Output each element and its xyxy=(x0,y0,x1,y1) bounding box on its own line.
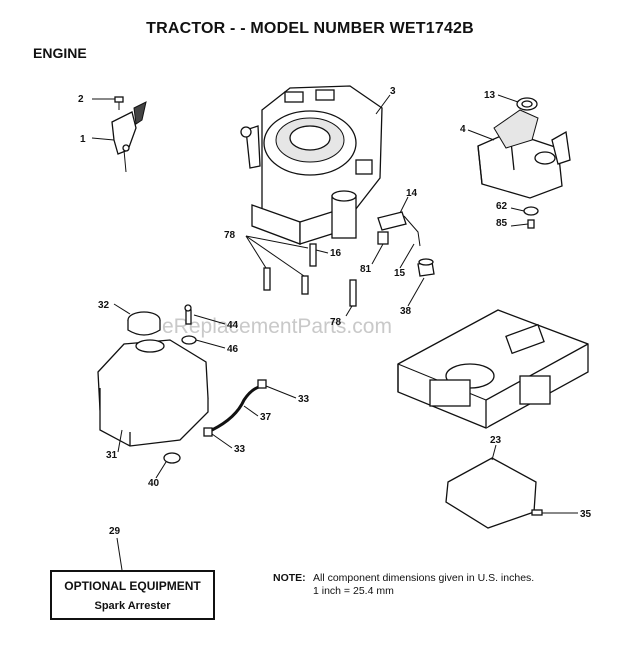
callout-16: 16 xyxy=(330,248,342,259)
callout-33-lower: 33 xyxy=(234,444,246,455)
callout-46: 46 xyxy=(227,344,239,355)
callout-31: 31 xyxy=(106,450,118,461)
throttle-control-part xyxy=(111,96,147,173)
watermark-text: eReplacementParts.com xyxy=(162,315,392,338)
callout-62: 62 xyxy=(496,201,508,212)
chassis-frame-part xyxy=(397,309,589,429)
fuel-tank-part xyxy=(97,304,209,464)
note-line-2: 1 inch = 25.4 mm xyxy=(313,585,394,597)
callout-14: 14 xyxy=(406,188,418,199)
dimension-note: NOTE: All component dimensions given in U… xyxy=(273,572,534,598)
optional-equipment-item: Spark Arrester xyxy=(94,600,171,612)
optional-equipment-title: OPTIONAL EQUIPMENT xyxy=(64,579,201,593)
optional-equipment-box: OPTIONAL EQUIPMENT Spark Arrester xyxy=(50,570,215,620)
callout-2: 2 xyxy=(78,94,84,105)
leader-lines xyxy=(91,94,578,571)
callout-32: 32 xyxy=(98,300,110,311)
callout-38: 38 xyxy=(400,306,412,317)
callout-15: 15 xyxy=(394,268,406,279)
diagram-title: TRACTOR - - MODEL NUMBER WET1742B xyxy=(146,20,474,37)
callout-23: 23 xyxy=(490,435,502,446)
muffler-part xyxy=(477,97,571,229)
callout-33-upper: 33 xyxy=(298,394,310,405)
note-label: NOTE: xyxy=(273,572,306,584)
fuel-hose-part xyxy=(203,379,267,437)
callout-40: 40 xyxy=(148,478,160,489)
callout-13: 13 xyxy=(484,90,496,101)
callout-85: 85 xyxy=(496,218,508,229)
shield-plate-part xyxy=(445,457,543,529)
section-heading: ENGINE xyxy=(33,45,87,61)
note-line-1: All component dimensions given in U.S. i… xyxy=(313,572,535,584)
callout-78-upper: 78 xyxy=(224,230,236,241)
callout-29: 29 xyxy=(109,526,121,537)
engine-bolts xyxy=(263,243,357,307)
callout-1: 1 xyxy=(80,134,86,145)
engine-part xyxy=(240,85,383,245)
callout-37: 37 xyxy=(260,412,272,423)
callout-35: 35 xyxy=(580,509,592,520)
callout-44: 44 xyxy=(227,320,239,331)
callout-78-lower: 78 xyxy=(330,317,342,328)
fuel-line-parts xyxy=(377,211,435,277)
callout-3: 3 xyxy=(390,86,396,97)
callout-81: 81 xyxy=(360,264,372,275)
callout-4: 4 xyxy=(460,124,466,135)
